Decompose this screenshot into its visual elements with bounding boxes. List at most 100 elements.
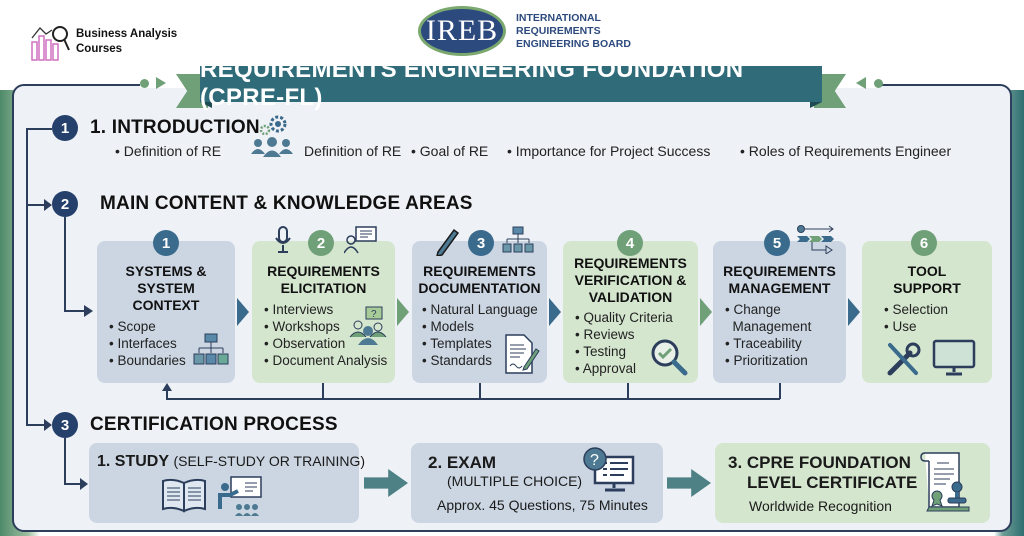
pen-icon — [434, 226, 462, 256]
group-question-icon: ? — [348, 305, 388, 345]
area-2-item: Observation — [264, 335, 389, 352]
tools-icon — [886, 341, 922, 377]
presenter-speech-icon — [344, 226, 378, 254]
area-2-title-2: ELICITATION — [280, 280, 367, 296]
ireb-line-2: REQUIREMENTS — [516, 24, 601, 37]
ireb-line-3: ENGINEERING BOARD — [516, 37, 631, 50]
area-5-item: Change — [725, 301, 840, 318]
exam-title: 2. EXAM — [428, 453, 497, 472]
area-5-item: Traceability — [725, 335, 840, 352]
area-2-item: Interviews — [264, 301, 389, 318]
feedback-tick — [779, 383, 781, 399]
intro-item-1: • Definition of RE — [115, 143, 222, 159]
area-5-item: Prioritization — [725, 352, 840, 369]
chevron-right-icon — [848, 298, 860, 326]
exam-subtitle: (MULTIPLE CHOICE) — [447, 473, 583, 489]
flow-line-cert — [64, 438, 66, 484]
hierarchy-icon — [193, 333, 229, 369]
area-number-3: 3 — [468, 230, 494, 256]
flow-line-to-area-1 — [64, 310, 86, 312]
feedback-arrow-up — [162, 383, 172, 391]
ireb-logo: IREB INTERNATIONAL REQUIREMENTS ENGINEER… — [418, 6, 631, 56]
logo-line-2: Courses — [76, 43, 123, 55]
area-number-2: 2 — [308, 230, 334, 256]
area-number-1: 1 — [153, 230, 179, 256]
feedback-loop-line — [166, 398, 780, 400]
microphone-icon — [274, 226, 292, 254]
ribbon-fold-left — [200, 102, 212, 108]
flow-arrow-study — [80, 478, 88, 490]
certificate-detail: Worldwide Recognition — [749, 498, 892, 514]
area-1-item: Scope — [109, 318, 229, 335]
area-3-item: Natural Language — [422, 301, 541, 318]
ireb-line-1: INTERNATIONAL — [516, 11, 601, 24]
study-title: 1. STUDY — [97, 453, 170, 470]
business-analysis-courses-logo: Business Analysis Courses — [30, 22, 177, 62]
cert-step-exam: 2. EXAM (MULTIPLE CHOICE) Approx. 45 Que… — [411, 443, 663, 523]
feedback-loop-up — [166, 388, 168, 399]
ribbon-fold-right — [810, 102, 822, 108]
flow-arrow-2 — [44, 199, 52, 211]
exam-detail: Approx. 45 Questions, 75 Minutes — [437, 497, 648, 513]
flow-line-to-study — [64, 483, 82, 485]
connector-arrow-right — [856, 77, 866, 89]
flow-line-to-areas — [64, 217, 66, 311]
area-3-item: Models — [422, 318, 541, 335]
chevron-right-icon — [237, 298, 249, 326]
open-book-icon — [161, 477, 207, 513]
chart-magnifier-icon — [30, 22, 70, 62]
flow-arrow-3 — [44, 419, 52, 431]
section-number-1: 1 — [52, 115, 78, 141]
magnifier-check-icon — [649, 337, 689, 377]
area-1-title-2: SYSTEM CONTEXT — [132, 280, 200, 313]
knowledge-area-card-3: REQUIREMENTS DOCUMENTATION Natural Langu… — [412, 241, 547, 383]
certificate-stamp-icon — [919, 449, 971, 515]
connector-dot-right — [874, 79, 883, 88]
flow-arrow-area-1 — [84, 305, 93, 317]
certificate-title-1: 3. CPRE FOUNDATION — [728, 453, 911, 472]
area-number-5: 5 — [764, 230, 790, 256]
area-number-4: 4 — [617, 230, 643, 256]
cert-step-certificate: 3. CPRE FOUNDATION LEVEL CERTIFICATE Wor… — [715, 443, 990, 523]
knowledge-area-card-2: REQUIREMENTS ELICITATION Interviews Work… — [252, 241, 395, 383]
area-4-item: Approval — [575, 360, 692, 377]
ireb-mark: IREB — [418, 6, 506, 56]
knowledge-area-card-4: REQUIREMENTS VERIFICATION & VALIDATION Q… — [563, 241, 698, 383]
page-title-banner: REQUIREMENTS ENGINEERING FOUNDATION (CPR… — [200, 56, 822, 111]
intro-item-3: • Goal of RE — [411, 143, 489, 159]
teacher-class-icon — [217, 475, 263, 517]
chevron-right-icon — [700, 298, 712, 326]
monitor-question-icon: ? — [583, 447, 635, 493]
flow-line-2 — [26, 204, 48, 206]
cert-step-study: 1. STUDY (SELF-STUDY OR TRAINING) — [89, 443, 365, 523]
intro-item-4: • Importance for Project Success — [507, 143, 711, 159]
area-1-title-1: SYSTEMS & — [125, 263, 207, 279]
document-pen-icon — [504, 333, 540, 375]
area-4-item: Quality Criteria — [575, 309, 692, 326]
section-title-main-content: MAIN CONTENT & KNOWLEDGE AREAS — [100, 193, 473, 214]
flow-line-1 — [26, 128, 52, 130]
area-5-title-2: MANAGEMENT — [728, 280, 831, 296]
area-4-title-2: VERIFICATION & — [574, 272, 687, 288]
chevron-right-icon — [397, 298, 409, 326]
area-6-item: Selection — [884, 301, 986, 318]
study-subtitle: (SELF-STUDY OR TRAINING) — [173, 453, 366, 469]
section-number-3: 3 — [52, 412, 78, 438]
area-5-item: Management — [732, 319, 812, 334]
area-4-item: Reviews — [575, 326, 692, 343]
area-6-title-1: TOOL — [907, 263, 947, 279]
area-2-item: Document Analysis — [264, 352, 389, 369]
knowledge-area-card-1: SYSTEMS & SYSTEM CONTEXT Scope Interface… — [97, 241, 235, 383]
area-5-title-1: REQUIREMENTS — [723, 263, 836, 279]
section-number-2: 2 — [52, 191, 78, 217]
area-6-title-2: SUPPORT — [893, 280, 961, 296]
team-gears-icon — [250, 112, 294, 158]
svg-text:?: ? — [590, 452, 599, 469]
area-2-title-1: REQUIREMENTS — [267, 263, 380, 279]
knowledge-area-card-6: TOOL SUPPORT Selection Use — [862, 241, 992, 383]
feedback-tick — [479, 383, 481, 399]
flow-line-vertical — [26, 128, 28, 424]
connector-dot-left — [140, 79, 149, 88]
area-6-item: Use — [884, 318, 986, 335]
logo-line-1: Business Analysis — [76, 28, 178, 40]
